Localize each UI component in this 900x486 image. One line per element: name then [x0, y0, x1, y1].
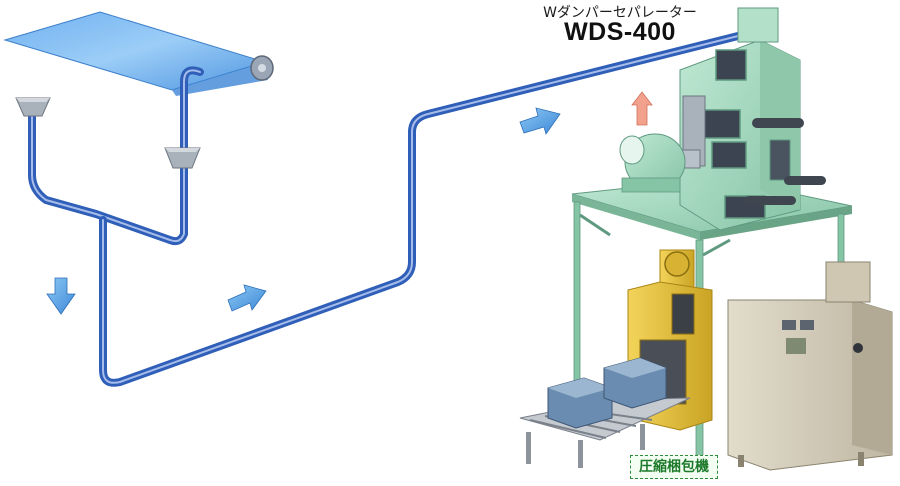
product-subtitle: Wダンパーセパレーター: [543, 5, 697, 21]
blower-fan: [619, 133, 686, 193]
suction-hopper-left: [15, 97, 51, 117]
suction-hopper-right: [164, 147, 201, 169]
flow-arrow-icon: [519, 107, 561, 135]
separator-tower: [679, 7, 826, 231]
compressed-bale: [547, 377, 613, 429]
sheet-roll: [3, 11, 274, 96]
flow-arrow-icon: [227, 284, 267, 312]
product-model: WDS-400: [564, 18, 676, 46]
control-cabinet: [727, 261, 893, 471]
flow-arrow-icon: [46, 277, 76, 315]
duct-pipe: [28, 32, 742, 387]
exhaust-arrow-icon: [631, 91, 653, 126]
compressed-bale: [603, 357, 667, 409]
press-machine-label: 圧縮梱包機: [630, 455, 718, 479]
